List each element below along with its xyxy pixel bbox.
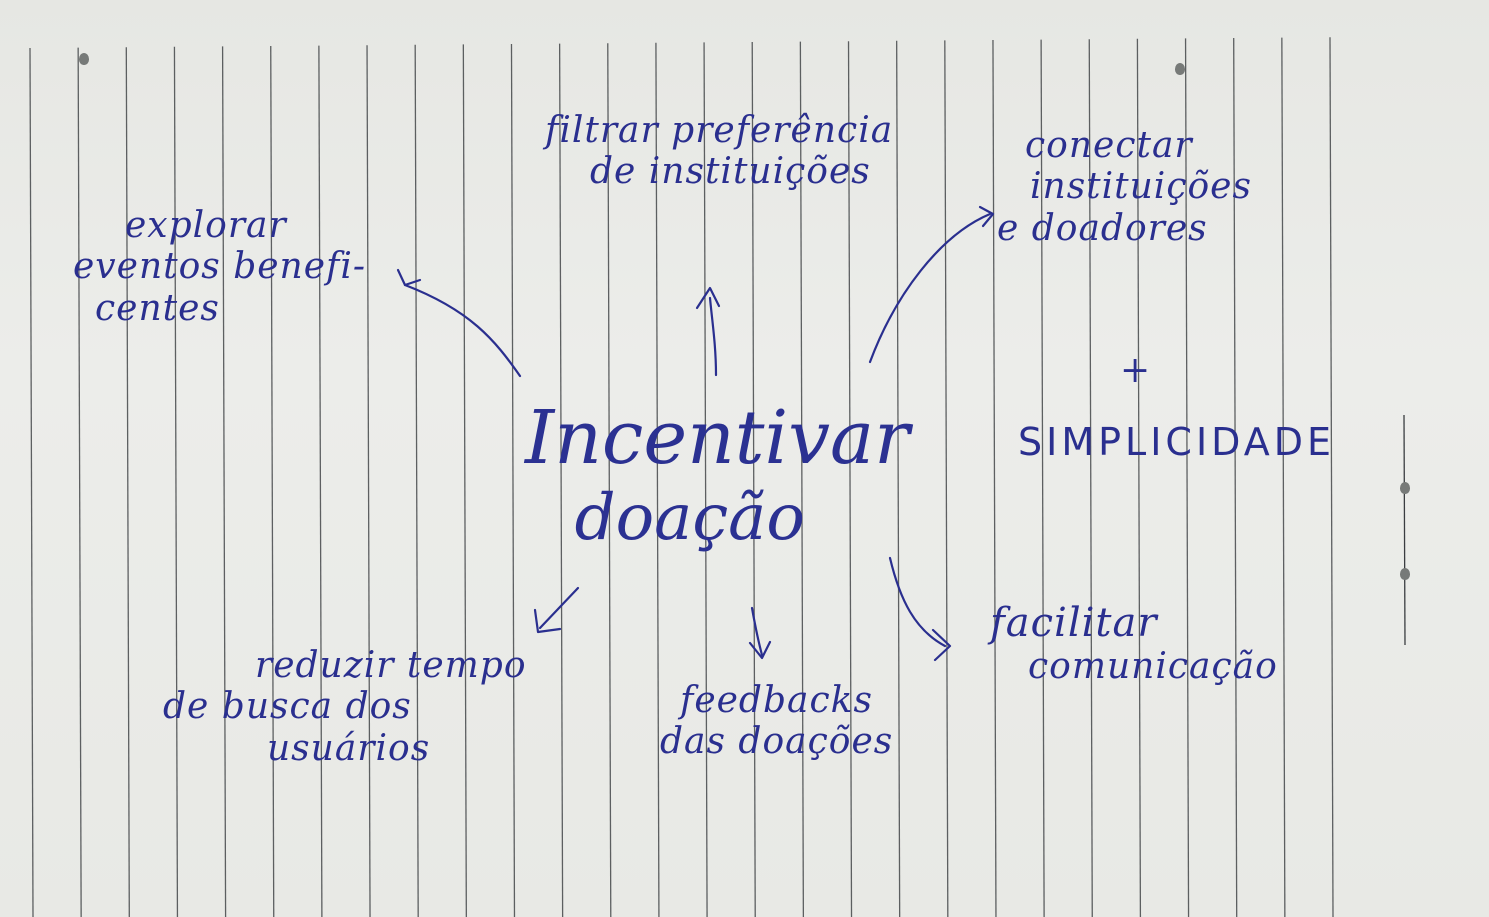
node-conectar-line-2: instituições xyxy=(1030,166,1252,208)
ruled-line xyxy=(992,39,997,917)
ruled-line xyxy=(29,47,34,917)
node-reduzir-line-1: reduzir tempo xyxy=(255,645,527,686)
node-filtrar-line-2: de instituições xyxy=(590,151,871,193)
node-facilitar: facilitar comunicação xyxy=(990,600,1278,687)
ruled-line xyxy=(1233,37,1238,917)
ruled-line xyxy=(558,43,564,917)
node-filtrar: filtrar preferência de instituições xyxy=(545,110,893,193)
ruled-line xyxy=(847,41,853,917)
node-conectar: conectar instituições e doadores xyxy=(997,125,1252,249)
center-topic: Incentivar doação xyxy=(525,395,910,555)
node-feedbacks-line-2: das doações xyxy=(660,721,894,763)
center-topic-line-2: doação xyxy=(574,481,805,555)
plus-sign: + xyxy=(1120,350,1152,391)
node-reduzir-line-3: usuários xyxy=(267,727,431,769)
ruled-line xyxy=(1184,38,1190,917)
ruled-line xyxy=(1088,39,1093,917)
ruled-line xyxy=(77,47,82,917)
node-reduzir-line-2: de busca dos xyxy=(163,686,412,728)
ruled-line xyxy=(414,44,419,917)
center-topic-line-1: Incentivar xyxy=(525,395,910,481)
node-feedbacks-line-1: feedbacks xyxy=(680,680,873,721)
perforation-line xyxy=(1403,414,1406,646)
binder-hole-top-right xyxy=(1175,63,1185,75)
node-explorar-line-2: eventos benefi- xyxy=(73,246,367,288)
ruled-line xyxy=(1329,37,1334,917)
ruled-line xyxy=(1040,39,1045,917)
node-facilitar-line-1: facilitar xyxy=(990,600,1158,646)
node-reduzir: reduzir tempo de busca dos usuários xyxy=(163,645,527,769)
ruled-line xyxy=(655,42,660,917)
binder-hole-top-left xyxy=(79,53,89,65)
binder-hole-right-1 xyxy=(1400,482,1410,494)
ruled-line xyxy=(1136,38,1142,917)
ruled-line xyxy=(221,46,227,917)
node-feedbacks: feedbacks das doações xyxy=(660,680,893,763)
ruled-line xyxy=(270,45,275,917)
node-explorar-line-1: explorar xyxy=(125,205,287,246)
ruled-line xyxy=(318,45,323,917)
node-explorar-line-3: centes xyxy=(95,287,220,329)
node-simplicidade: SIMPLICIDADE xyxy=(1018,420,1336,464)
ruled-line xyxy=(896,40,901,917)
ruled-line xyxy=(799,41,805,917)
binder-hole-right-2 xyxy=(1400,568,1410,580)
ruled-line xyxy=(1281,37,1286,917)
ruled-line xyxy=(462,44,467,917)
node-filtrar-line-1: filtrar preferência xyxy=(545,110,894,151)
ruled-line xyxy=(751,41,756,917)
node-facilitar-line-2: comunicação xyxy=(1028,646,1278,687)
node-explorar: explorar eventos benefi- centes xyxy=(73,205,366,329)
node-conectar-line-1: conectar xyxy=(1025,125,1193,166)
ruled-line xyxy=(944,40,949,917)
ruled-line xyxy=(125,47,130,917)
ruled-line xyxy=(173,46,179,917)
ruled-line xyxy=(366,45,371,917)
ruled-line xyxy=(703,42,708,917)
ruled-line xyxy=(510,43,516,917)
ruled-line xyxy=(607,43,612,917)
node-conectar-line-3: e doadores xyxy=(997,207,1208,249)
